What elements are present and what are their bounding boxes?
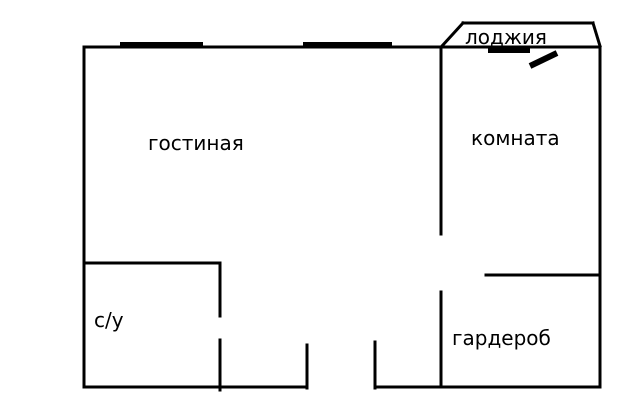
label-living-room: гостиная <box>148 131 244 155</box>
label-wardrobe: гардероб <box>452 326 551 350</box>
loggia-door-leaf <box>528 50 559 69</box>
label-room: комната <box>471 126 560 150</box>
label-loggia: лоджия <box>465 25 547 49</box>
label-bathroom: с/у <box>94 308 124 332</box>
loggia-left <box>439 20 466 49</box>
loggia-right <box>591 21 602 48</box>
